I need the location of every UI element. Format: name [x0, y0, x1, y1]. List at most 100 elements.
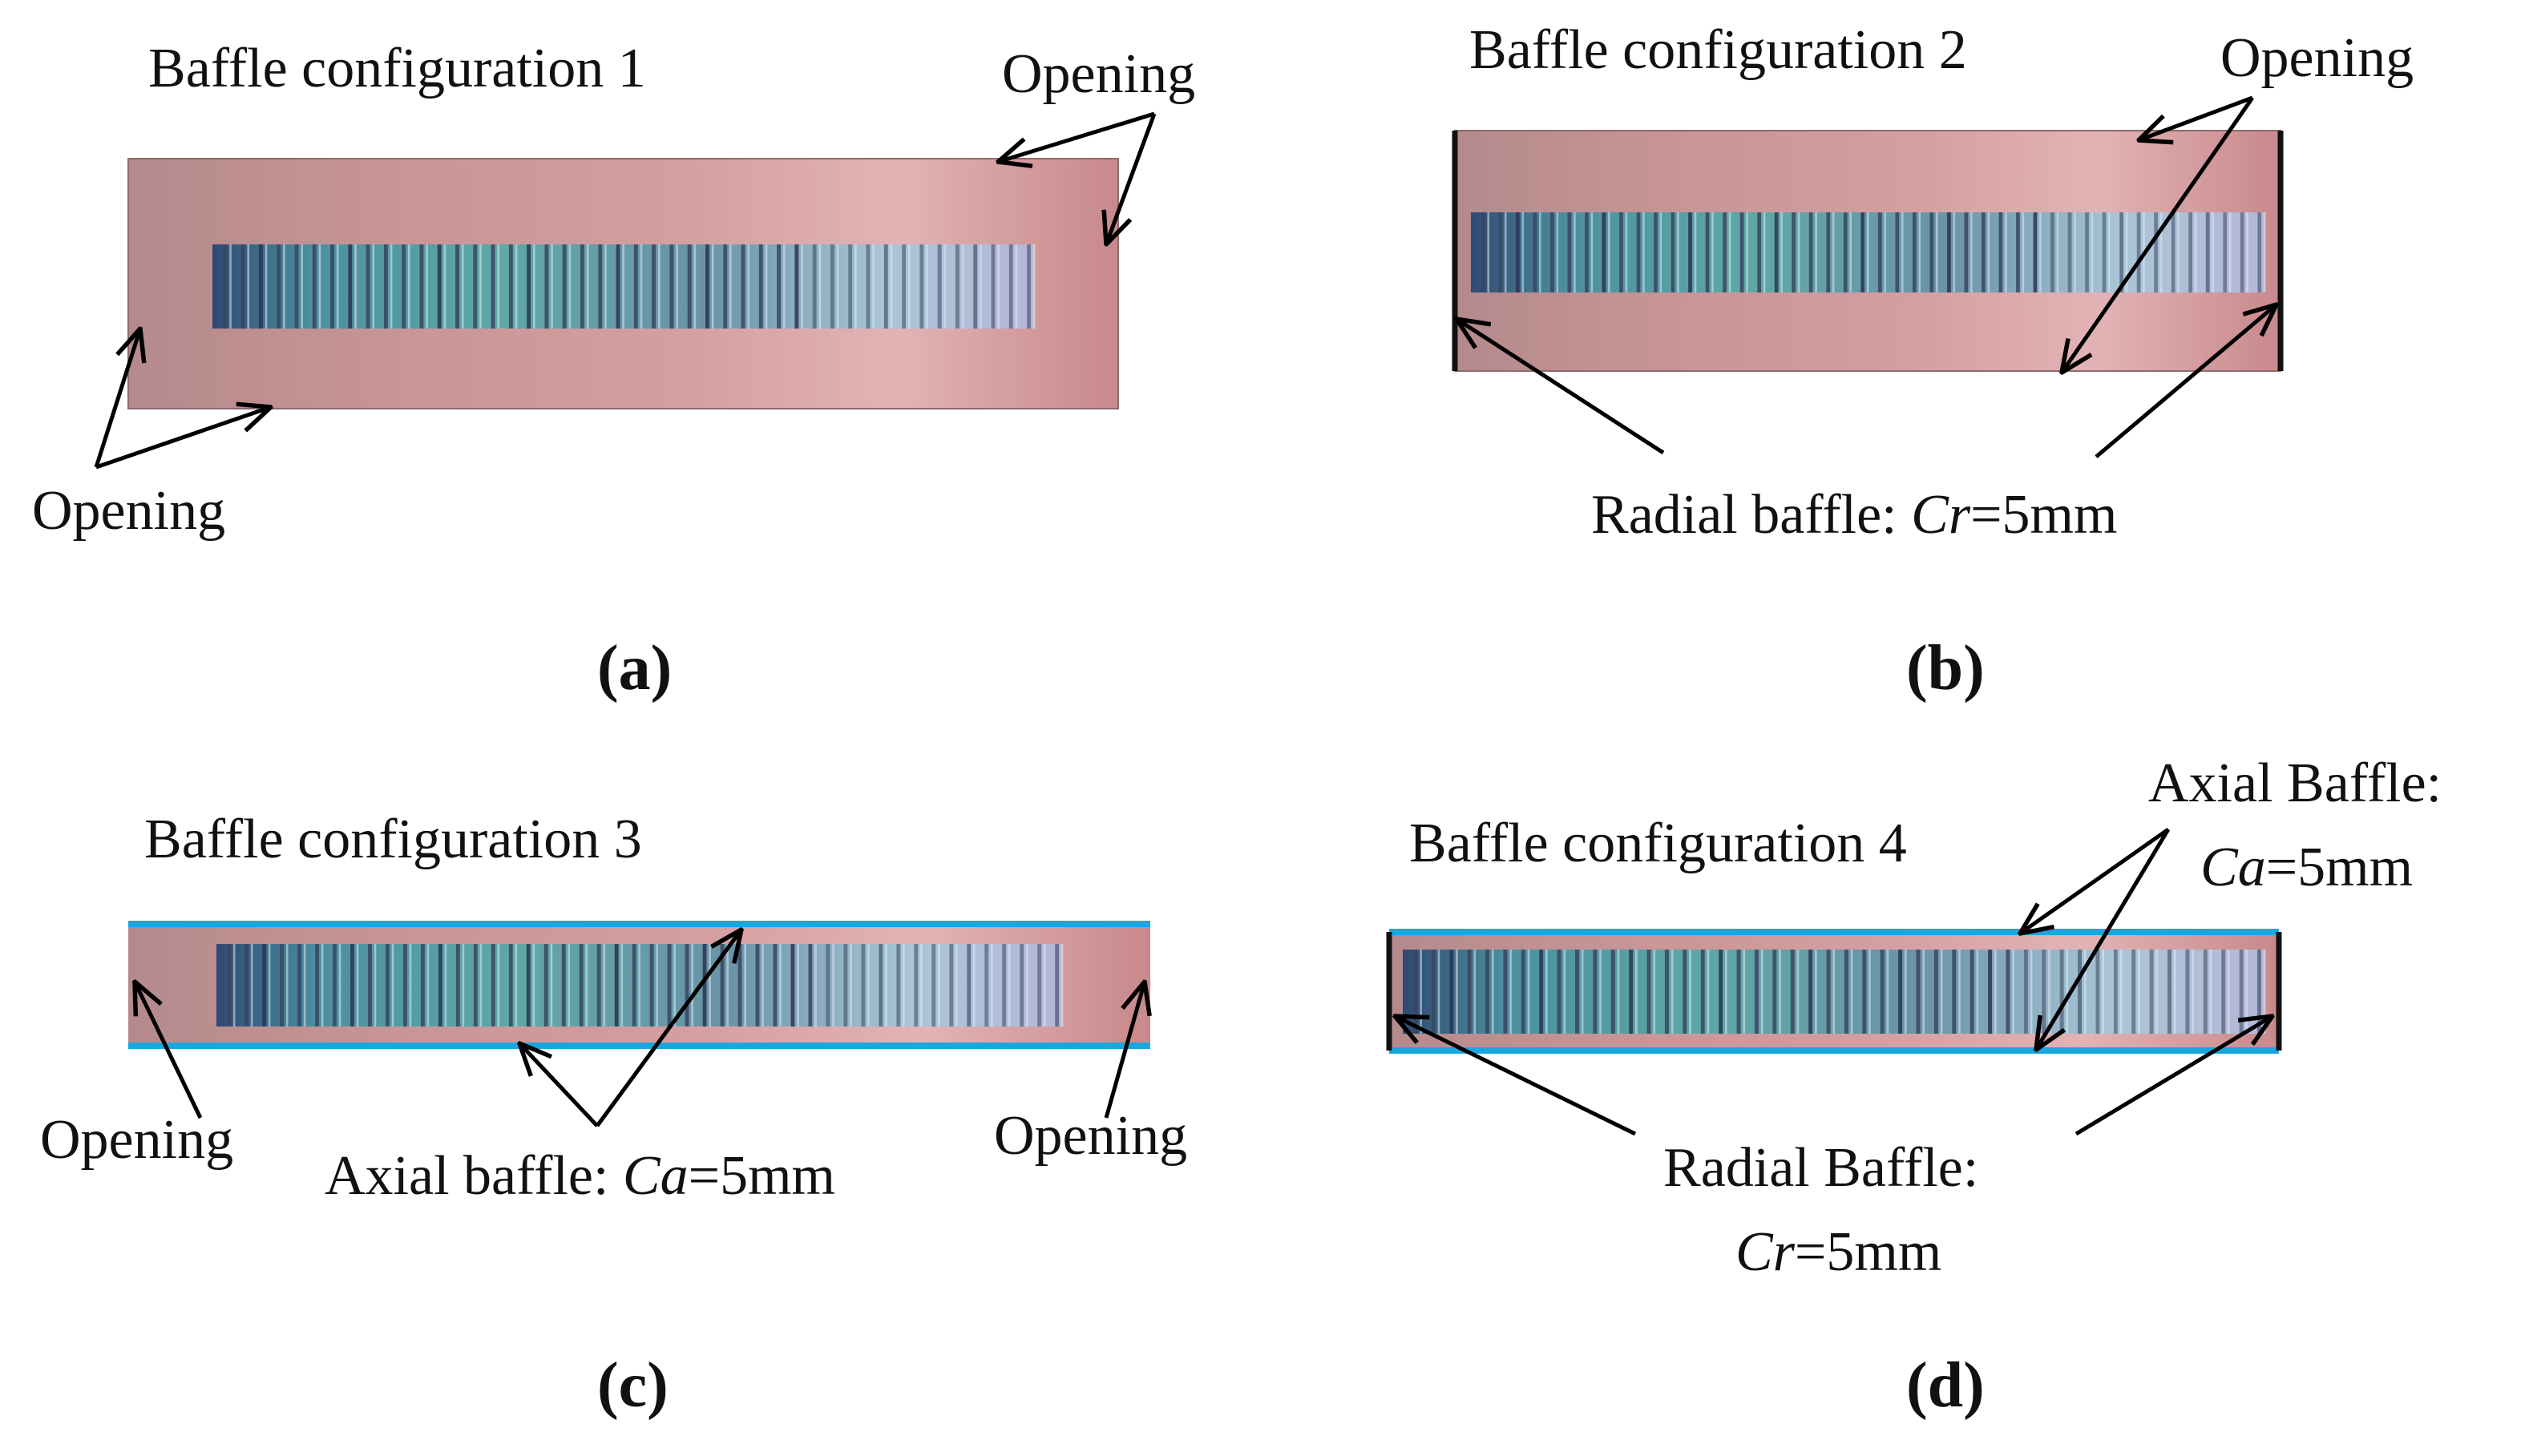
vane-slot	[2240, 212, 2244, 292]
vane-slot	[2221, 950, 2226, 1034]
vane-highlight	[390, 244, 393, 329]
vane-highlight	[1970, 212, 1973, 292]
vane-slot	[949, 944, 954, 1026]
vane-slot	[685, 944, 689, 1026]
vane-highlight	[657, 244, 661, 329]
vane-slot	[2154, 212, 2158, 292]
vane-slot	[330, 244, 334, 329]
vane-slot	[2239, 950, 2244, 1034]
vane-slot	[883, 244, 888, 329]
vane-slot	[861, 944, 866, 1026]
vane-slot	[312, 244, 317, 329]
panel-a-opening-top-label: Opening	[1002, 43, 1195, 105]
panel-b-arrows	[1456, 95, 2276, 458]
vane-highlight	[532, 244, 535, 329]
vane-highlight	[479, 944, 483, 1026]
vane-highlight	[2263, 212, 2266, 292]
vane-highlight	[1504, 212, 1507, 292]
vane-highlight	[2012, 950, 2015, 1034]
vane-slot	[1037, 944, 1042, 1026]
vane-highlight	[1689, 950, 1691, 1034]
vane-slot	[1982, 212, 1986, 292]
vane-slot	[2067, 212, 2072, 292]
vane-highlight	[1008, 944, 1011, 1026]
vane-slot	[2095, 950, 2100, 1034]
vane-highlight	[1886, 950, 1889, 1034]
vane-highlight	[1487, 212, 1490, 292]
vane-highlight	[1866, 212, 1869, 292]
vane-highlight	[779, 944, 782, 1026]
vane-slot	[1521, 950, 1525, 1034]
vane-highlight	[1437, 950, 1440, 1034]
vane-highlight	[462, 944, 465, 1026]
vane-slot	[2119, 212, 2123, 292]
vane-highlight	[1814, 950, 1817, 1034]
vane-highlight	[1581, 950, 1584, 1034]
vane-slot	[508, 244, 513, 329]
vane-slot	[896, 944, 901, 1026]
vane-highlight	[1556, 212, 1559, 292]
vane-slot	[1929, 212, 1934, 292]
vane-highlight	[638, 944, 641, 1026]
vane-slot	[491, 944, 495, 1026]
vane-highlight	[2212, 212, 2214, 292]
vane-highlight	[1958, 950, 1961, 1034]
panel-a: Baffle configuration 1 Opening Opening (…	[32, 38, 1195, 704]
vane-highlight	[443, 244, 446, 329]
vane-highlight	[497, 244, 500, 329]
vane-slot	[1700, 950, 1705, 1034]
vane-highlight	[1694, 212, 1697, 292]
vane-highlight	[1521, 212, 1525, 292]
vane-slot	[1969, 950, 1974, 1034]
vane-highlight	[550, 944, 553, 1026]
vane-highlight	[2246, 212, 2248, 292]
vane-highlight	[2228, 950, 2230, 1034]
vane-highlight	[479, 244, 482, 329]
vane-highlight	[283, 244, 285, 329]
vane-slot	[526, 944, 531, 1026]
vane-slot	[758, 244, 763, 329]
vane-highlight	[391, 944, 394, 1026]
vane-highlight	[797, 944, 799, 1026]
vane-highlight	[444, 944, 447, 1026]
vane-highlight	[903, 944, 905, 1026]
vane-highlight	[1796, 950, 1800, 1034]
vane-highlight	[2022, 212, 2025, 292]
vane-highlight	[497, 944, 500, 1026]
vane-slot	[1912, 212, 1917, 292]
panel-c: Baffle configuration 3 Opening Opening A…	[40, 809, 1187, 1421]
vane-slot	[2257, 950, 2261, 1034]
vane-highlight	[2228, 212, 2232, 292]
panel-d-title: Baffle configuration 4	[1409, 813, 1907, 874]
panel-b-caption: (b)	[1906, 633, 1985, 704]
vane-slot	[1575, 950, 1579, 1034]
vane-highlight	[1677, 212, 1679, 292]
vane-highlight	[762, 944, 764, 1026]
vane-slot	[1567, 212, 1572, 292]
vane-highlight	[426, 944, 430, 1026]
vane-slot	[937, 244, 942, 329]
vane-highlight	[1491, 950, 1494, 1034]
vane-highlight	[374, 944, 377, 1026]
vane-slot	[562, 244, 567, 329]
vane-slot	[277, 244, 281, 329]
vane-slot	[687, 244, 692, 329]
vane-highlight	[356, 944, 359, 1026]
vane-highlight	[268, 944, 271, 1026]
vane-highlight	[726, 944, 729, 1026]
vane-highlight	[1725, 950, 1727, 1034]
vane-slot	[614, 944, 619, 1026]
vane-highlight	[676, 244, 678, 329]
vane-slot	[2205, 212, 2210, 292]
vane-slot	[808, 944, 813, 1026]
vane-highlight	[1527, 950, 1530, 1034]
vane-slot	[2131, 950, 2136, 1034]
vane-slot	[1020, 944, 1024, 1026]
vane-slot	[914, 944, 919, 1026]
vane-highlight	[1832, 950, 1836, 1034]
vane-highlight	[1904, 950, 1907, 1034]
vane-highlight	[407, 244, 410, 329]
vane-slot	[1055, 944, 1060, 1026]
vane-slot	[1792, 212, 1796, 292]
vane-highlight	[515, 944, 518, 1026]
